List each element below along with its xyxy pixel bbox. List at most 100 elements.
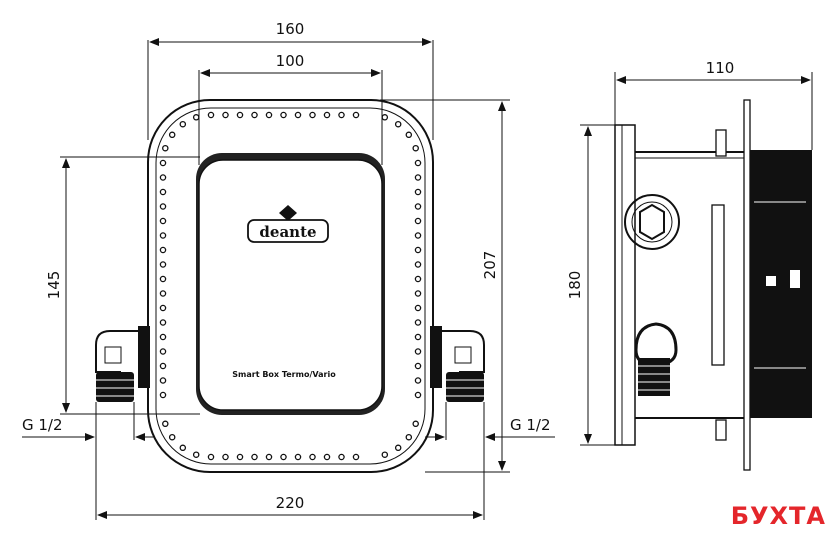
mounting-hole	[294, 453, 302, 461]
mounting-hole	[236, 111, 244, 119]
mounting-hole	[162, 144, 169, 152]
mounting-hole	[414, 391, 422, 399]
thread-label-left: G 1/2	[22, 416, 63, 434]
mounting-hole	[265, 453, 273, 461]
thread-callout-right: G 1/2	[425, 402, 555, 520]
front-frame-outer	[147, 99, 434, 473]
mounting-hole	[159, 348, 167, 355]
front-frame-inner	[155, 107, 426, 465]
mounting-hole	[251, 453, 258, 461]
mounting-hole	[159, 290, 167, 297]
logo-diamond-icon	[279, 205, 297, 221]
mounting-hole	[159, 188, 167, 196]
mounting-hole	[159, 319, 167, 326]
mounting-hole	[179, 120, 187, 128]
dimension-width-outer: 160	[147, 20, 434, 140]
mounting-hole	[280, 453, 287, 461]
mounting-hole	[159, 232, 167, 239]
mounting-hole	[414, 319, 422, 326]
front-view: deante Smart Box Termo/Vario	[22, 20, 555, 520]
mounting-hole	[159, 333, 167, 341]
mounting-hole	[207, 453, 215, 461]
mounting-hole	[414, 203, 422, 210]
watermark-logo: БУХТА	[730, 502, 826, 530]
side-rear-module	[750, 150, 812, 418]
mounting-hole	[168, 131, 176, 139]
mounting-hole	[414, 348, 422, 355]
dimension-depth: 110	[614, 59, 813, 150]
mounting-hole	[309, 111, 316, 119]
logo-badge	[247, 219, 329, 243]
mounting-hole	[338, 453, 345, 461]
mounting-hole	[405, 433, 413, 441]
mounting-hole	[381, 451, 389, 458]
dimension-height-outer: 207	[380, 99, 510, 473]
mounting-hole	[323, 453, 331, 461]
mounting-hole	[168, 433, 176, 441]
mounting-hole	[159, 391, 167, 399]
thread-label-right: G 1/2	[510, 416, 551, 434]
thread-callout-left: G 1/2	[22, 402, 155, 520]
mounting-hole	[414, 304, 422, 312]
mounting-hole	[309, 453, 316, 461]
mounting-hole	[414, 174, 422, 181]
mounting-hole	[412, 144, 419, 152]
mounting-hole	[414, 275, 422, 283]
mounting-hole	[192, 451, 200, 458]
left-connector	[95, 326, 150, 402]
mounting-hole	[412, 420, 419, 428]
dimension-label-145: 145	[45, 271, 63, 300]
dimension-height-inner: 145	[45, 156, 200, 415]
dimension-label-110: 110	[706, 59, 735, 77]
mounting-hole	[222, 111, 229, 119]
mounting-hole	[159, 362, 167, 370]
mounting-hole	[352, 111, 360, 119]
mounting-hole	[207, 111, 215, 119]
mounting-hole	[414, 333, 422, 341]
mounting-hole	[236, 453, 244, 461]
mounting-hole	[352, 453, 360, 461]
mounting-hole	[251, 111, 258, 119]
mounting-hole	[394, 444, 402, 452]
mounting-hole	[414, 290, 422, 297]
mounting-hole	[159, 377, 167, 384]
side-front-plate	[614, 124, 636, 446]
mounting-hole	[414, 188, 422, 196]
mounting-hole	[414, 232, 422, 239]
mounting-hole	[159, 159, 167, 167]
product-label: Smart Box Termo/Vario	[232, 370, 336, 379]
mounting-hole	[159, 275, 167, 283]
side-view: 110 180	[566, 59, 813, 471]
upper-fitting	[624, 194, 680, 250]
dimension-label-207: 207	[481, 251, 499, 280]
dimension-width-inner: 100	[198, 52, 383, 165]
mounting-hole	[338, 111, 345, 119]
mounting-hole	[414, 362, 422, 370]
mounting-hole	[222, 453, 229, 461]
mounting-hole	[414, 377, 422, 384]
mounting-hole	[179, 444, 187, 452]
mounting-hole	[162, 420, 169, 428]
mounting-hole	[159, 246, 167, 254]
dimension-label-160: 160	[276, 20, 305, 38]
mounting-hole	[159, 174, 167, 181]
right-connector	[430, 326, 485, 402]
mounting-hole	[405, 131, 413, 139]
mounting-hole	[414, 261, 422, 268]
dimension-total-width: 220	[97, 494, 483, 519]
mounting-hole	[394, 120, 402, 128]
mounting-hole	[265, 111, 273, 119]
logo-text: deante	[259, 223, 316, 241]
cover-plate	[198, 159, 383, 411]
mounting-hole	[159, 261, 167, 268]
mounting-hole	[414, 217, 422, 225]
dimension-label-180: 180	[566, 271, 584, 300]
dimension-label-100: 100	[276, 52, 305, 70]
mounting-hole	[159, 304, 167, 312]
mounting-hole	[294, 111, 302, 119]
mounting-holes	[159, 111, 422, 461]
mounting-hole	[414, 159, 422, 167]
lower-fitting	[634, 322, 678, 396]
dimension-side-height: 180	[566, 124, 615, 446]
